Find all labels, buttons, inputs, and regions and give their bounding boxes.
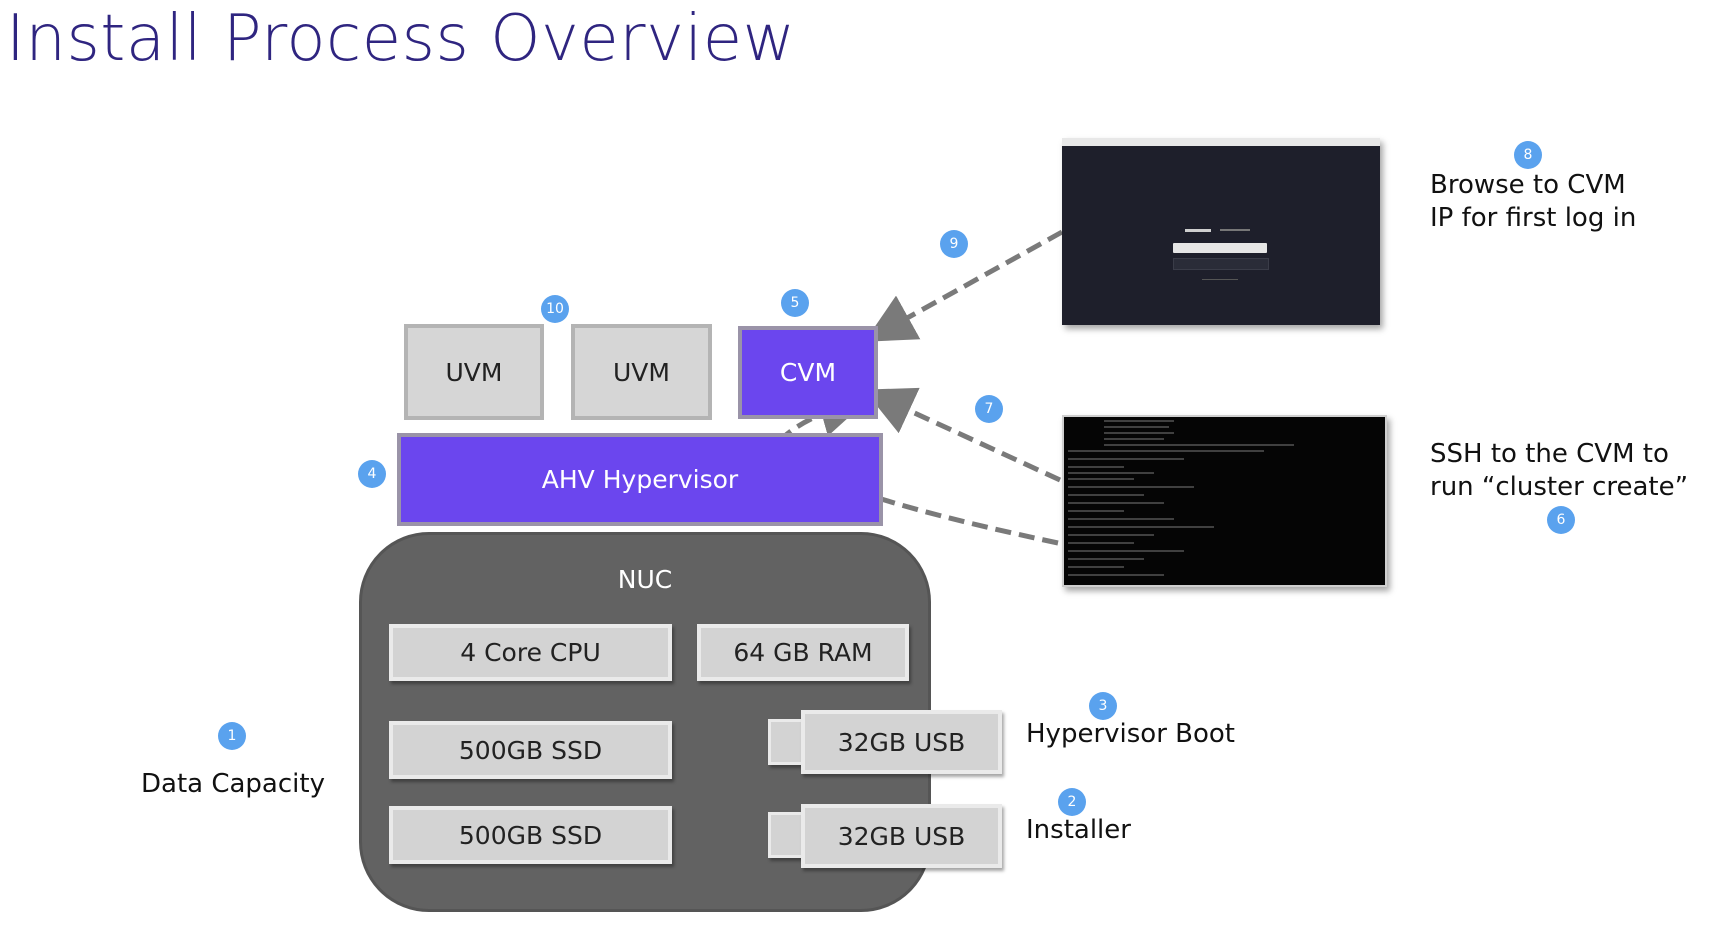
cpu-box: 4 Core CPU: [389, 624, 672, 681]
usb-label: 32GB USB: [837, 727, 966, 757]
data-capacity-label: Data Capacity: [141, 769, 325, 799]
ssd-label: 500GB SSD: [458, 820, 603, 850]
step-badge-1: 1: [218, 722, 246, 750]
login-password-field: [1173, 258, 1269, 270]
hypervisor-boot-label: Hypervisor Boot: [1026, 719, 1235, 749]
nuc-label: NUC: [617, 565, 673, 594]
cvm-box: CVM: [738, 326, 878, 419]
step-badge-5: 5: [781, 289, 809, 317]
login-logo-icon: [1185, 229, 1211, 232]
uvm-box-1: UVM: [404, 324, 544, 420]
step-badge-4: 4: [358, 460, 386, 488]
ram-label: 64 GB RAM: [733, 638, 873, 667]
usb-connector-1: [768, 719, 805, 765]
arrow-terminal-to-cvm-curve: [772, 388, 1059, 546]
step-badge-9: 9: [940, 230, 968, 258]
login-subtitle-icon: [1220, 229, 1250, 231]
cvm-label: CVM: [779, 358, 837, 387]
arrow-terminal-to-cvm: [863, 387, 1062, 483]
arrow-browser-to-cvm: [864, 229, 1064, 342]
uvm-label: UVM: [613, 357, 670, 387]
login-username-field: [1173, 243, 1267, 253]
ahv-hypervisor-label: AHV Hypervisor: [541, 465, 739, 494]
cpu-label: 4 Core CPU: [460, 638, 601, 667]
step-badge-2: 2: [1058, 788, 1086, 816]
ssd-box-2: 500GB SSD: [389, 806, 672, 864]
ssh-label-line-2: run “cluster create”: [1430, 472, 1689, 502]
browser-login-screenshot: [1062, 138, 1380, 325]
ahv-hypervisor-box: AHV Hypervisor: [397, 433, 883, 526]
uvm-label: UVM: [445, 357, 503, 387]
terminal-output-icon: [1068, 420, 1294, 576]
ssh-terminal-screenshot: [1062, 415, 1387, 587]
installer-label: Installer: [1026, 815, 1131, 845]
step-badge-3: 3: [1089, 692, 1117, 720]
browse-label-line-1: Browse to CVM: [1430, 170, 1626, 200]
ssd-label: 500GB SSD: [458, 735, 603, 765]
step-badge-7: 7: [975, 395, 1003, 423]
login-footer-icon: [1202, 279, 1238, 280]
step-badge-10: 10: [541, 295, 569, 323]
usb-label: 32GB USB: [837, 821, 966, 851]
uvm-box-2: UVM: [571, 324, 712, 420]
usb-connector-2: [768, 812, 805, 858]
usb-box-2: 32GB USB: [801, 804, 1002, 868]
ram-box: 64 GB RAM: [697, 624, 909, 681]
step-badge-6: 6: [1547, 506, 1575, 534]
page-title: Install Process Overview: [6, 2, 796, 76]
ssh-label-line-1: SSH to the CVM to: [1430, 439, 1669, 469]
ssd-box-1: 500GB SSD: [389, 721, 672, 779]
usb-box-1: 32GB USB: [801, 710, 1002, 774]
browse-label-line-2: IP for first log in: [1430, 203, 1637, 233]
step-badge-8: 8: [1514, 141, 1542, 169]
